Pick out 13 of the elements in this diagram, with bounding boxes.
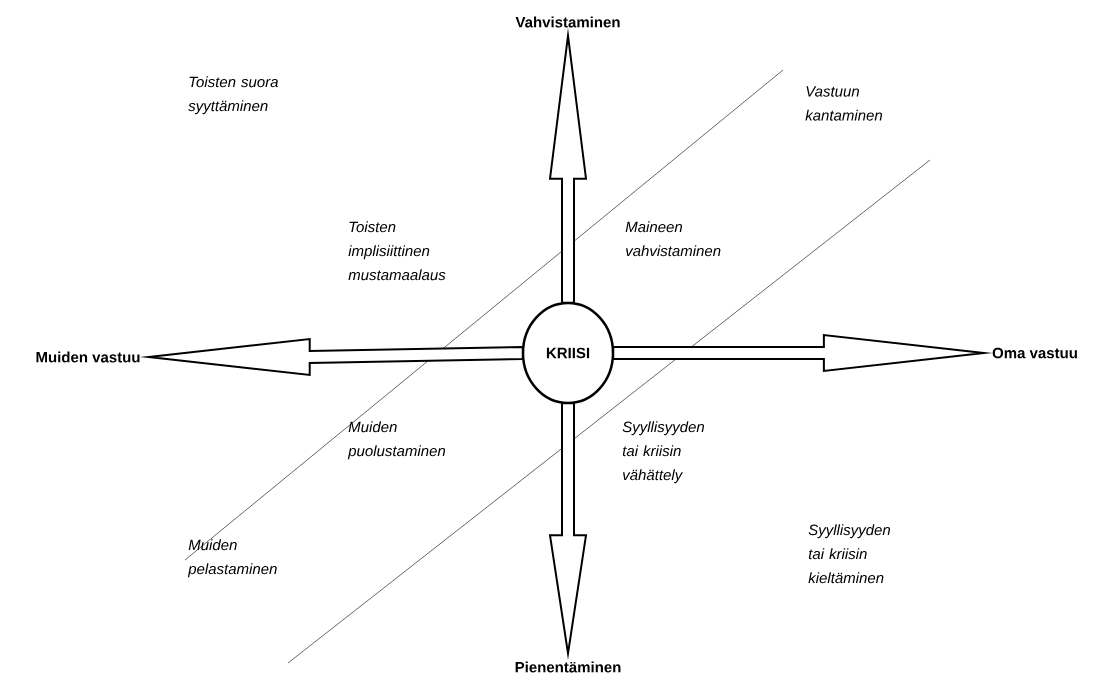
axis-label: Pienentäminen <box>515 661 621 673</box>
italic-label: Syyllisyyden tai kriisin kieltäminen <box>808 524 891 584</box>
axis-label: Vahvistaminen <box>515 16 620 28</box>
hollow-arrow <box>548 402 588 660</box>
italic-label: Toisten implisiittinen mustamaalaus <box>348 221 446 281</box>
italic-label: Muiden puolustaminen <box>347 421 446 460</box>
axis-label: Muiden vastuu <box>36 351 140 363</box>
axis-label: Oma vastuu <box>992 347 1077 359</box>
italic-label: Vastuun kantaminen <box>805 86 883 121</box>
italic-label: Toisten suora syyttäminen <box>188 76 278 115</box>
italic-label: Muiden pelastaminen <box>187 539 277 578</box>
italic-label: Syyllisyyden tai kriisin vähättely <box>622 421 705 484</box>
italic-label: Maineen vahvistaminen <box>625 221 721 257</box>
